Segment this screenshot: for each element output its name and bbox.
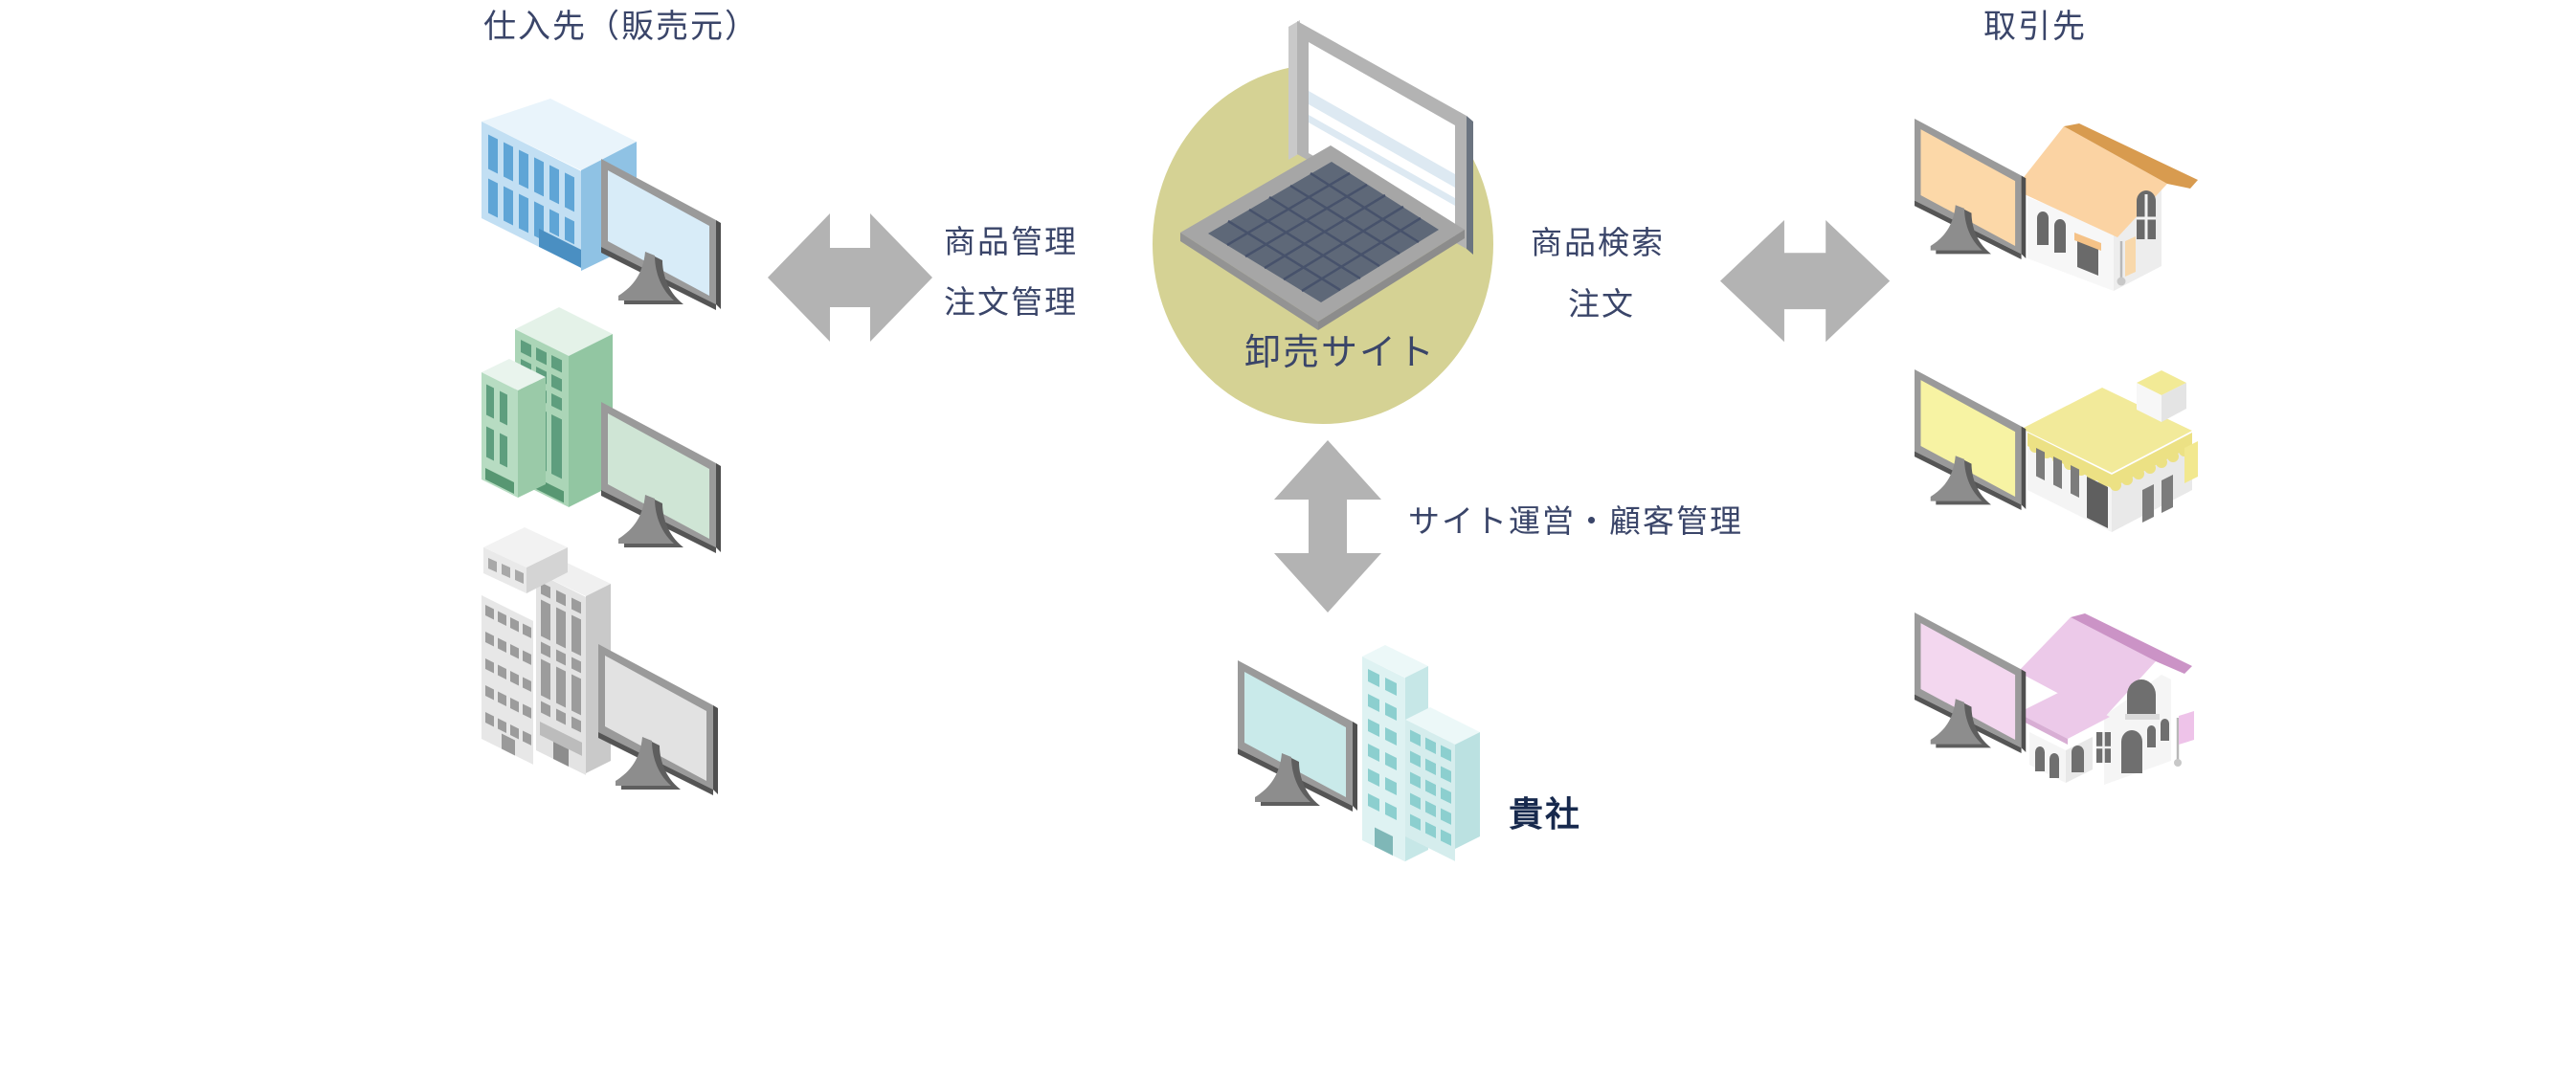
partner-flow-label-2: 注文 [1568,286,1635,322]
supplier-monitor-gray-icon [598,644,718,795]
company-arrow-icon [1274,440,1381,612]
keyboard-grid [1226,171,1422,293]
partner-monitor-pink-icon [1915,612,2027,753]
partner-arrow-icon [1720,220,1891,343]
supplier-flow-label-2: 注文管理 [944,284,1078,320]
partner-monitor-orange-icon [1915,119,2027,259]
partner-flow-label-1: 商品検索 [1531,225,1665,260]
office-building-gray-icon [482,527,611,775]
suppliers-title: 仕入先（販売元） [483,9,759,45]
laptop-icon [1180,20,1473,330]
company-monitor-icon [1238,660,1357,812]
partners-title: 取引先 [1983,9,2087,45]
house-pink-icon [2018,613,2194,785]
wholesale-site-group [1153,20,1493,424]
shop-yellow-icon [2022,370,2198,532]
partner-monitor-yellow-icon [1915,369,2027,510]
supplier-monitor-green-icon [601,402,721,553]
supplier-flow-label-1: 商品管理 [944,224,1078,259]
supplier-monitor-blue-icon [601,159,721,310]
company-building-icon [1362,645,1480,862]
company-flow-label: サイト運営・顧客管理 [1408,503,1743,539]
company-label: 貴社 [1509,794,1582,834]
wholesale-site-label: 卸売サイト [1244,333,1437,373]
supplier-arrow-icon [768,213,932,342]
house-orange-icon [2014,123,2198,291]
office-building-green-icon [482,307,613,507]
